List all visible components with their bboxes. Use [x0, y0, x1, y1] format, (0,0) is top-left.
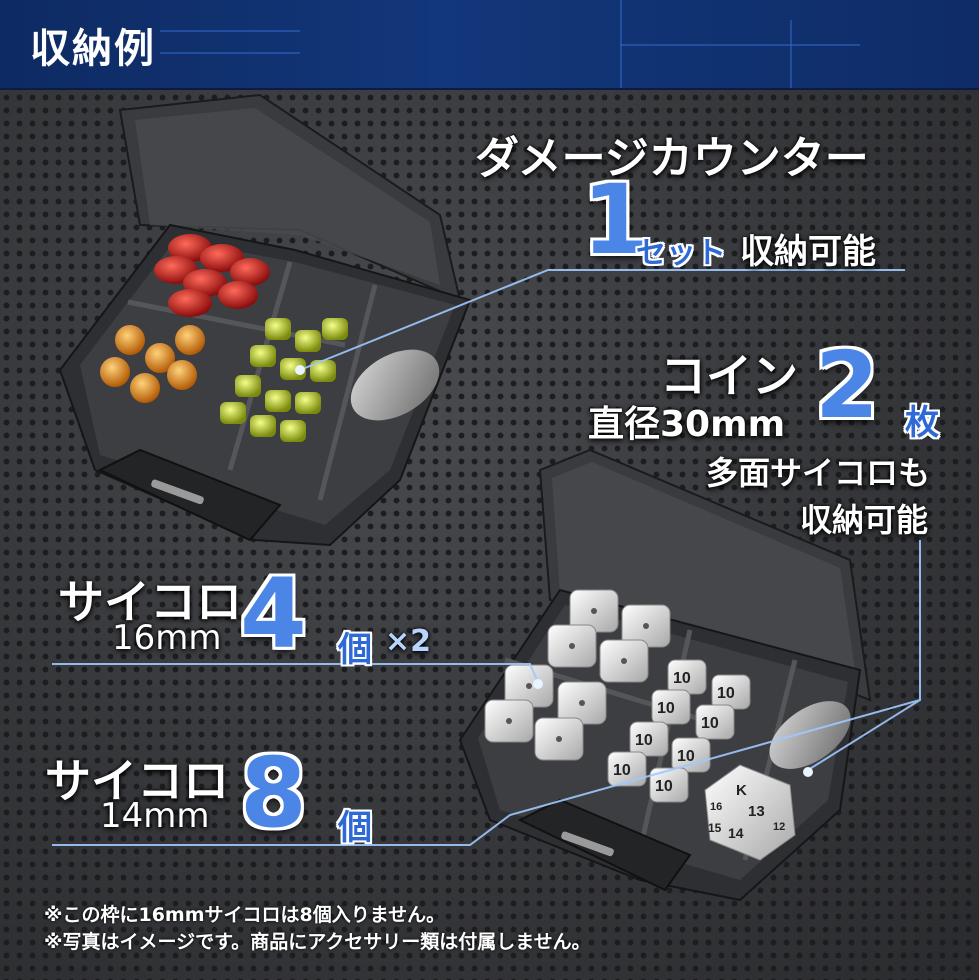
multi-dice-note-line1: 多面サイコロも — [706, 454, 931, 492]
d20-face-label: 16 — [710, 801, 722, 813]
page-title: 収納例 — [30, 26, 156, 72]
dice16-number: 4 — [240, 558, 307, 670]
multi-dice-note-line2: 収納可能 — [800, 501, 929, 539]
dice16-size: 16mm — [112, 618, 222, 658]
die-face-label: 10 — [717, 685, 735, 702]
d20-face-label: 12 — [773, 821, 785, 833]
d20-face-label: 15 — [708, 821, 722, 835]
dice16-multiplier: ×2 — [385, 624, 432, 659]
die-face-label: 10 — [701, 715, 719, 732]
damage-counter-label: ダメージカウンター — [475, 133, 869, 184]
dice16-label: サイコロ — [58, 575, 242, 629]
dice16-unit: 個 — [338, 630, 372, 670]
d20-face-label: 14 — [728, 825, 744, 841]
footnote-dice-capacity: ※この枠に16mmサイコロは8個入りません。 — [44, 904, 446, 926]
damage-counter-number: 1 — [582, 164, 649, 276]
dice14-number: 8 — [240, 737, 307, 849]
coin-number: 2 — [815, 332, 880, 439]
coin-size: 直径30mm — [588, 404, 786, 445]
damage-counter-set-unit: セット — [636, 236, 726, 271]
header-banner: 収納例 — [0, 0, 979, 90]
d20-face-label: K — [736, 782, 747, 799]
die-face-label: 10 — [657, 700, 675, 717]
die-face-label: 10 — [673, 670, 691, 687]
die-face-label: 10 — [613, 762, 631, 779]
die-face-label: 10 — [635, 732, 653, 749]
dice14-label: サイコロ — [45, 754, 229, 808]
dice14-size: 14mm — [100, 796, 210, 836]
die-face-label: 10 — [677, 748, 695, 765]
die-face-label: 10 — [655, 778, 673, 795]
coin-unit: 枚 — [905, 403, 939, 443]
footnote-image-disclaimer: ※写真はイメージです。商品にアクセサリー類は付属しません。 — [44, 931, 591, 953]
coin-label: コイン — [660, 349, 798, 403]
damage-counter-suffix: 収納可能 — [740, 232, 876, 272]
d20-face-label: 13 — [748, 803, 765, 820]
dice14-unit: 個 — [338, 808, 372, 848]
